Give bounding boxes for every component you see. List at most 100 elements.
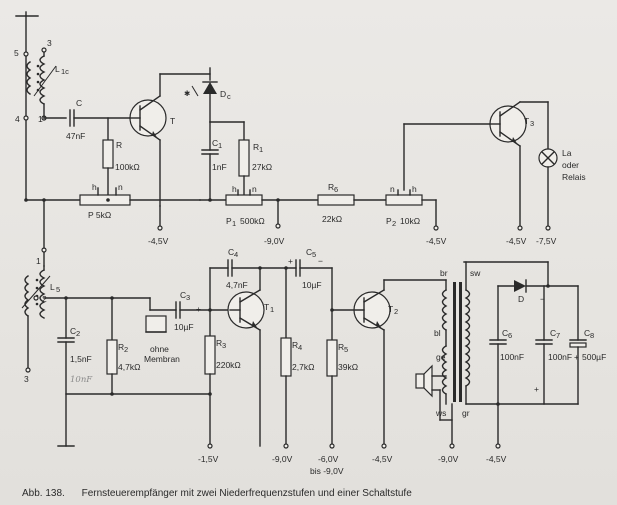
- resistor-r3: R 3 220kΩ -1,5V: [198, 309, 241, 464]
- c8-value: 500µF: [582, 352, 606, 362]
- r5-label: R: [338, 342, 344, 352]
- figure-number: Abb. 138.: [22, 488, 65, 499]
- r1-value: 27kΩ: [252, 162, 272, 172]
- c4-sub: 4: [234, 250, 238, 259]
- c5-label: C: [306, 247, 312, 257]
- c7-label: C: [550, 328, 556, 338]
- figure-title: Fernsteuerempfänger mit zwei Niederfrequ…: [81, 488, 412, 499]
- r6-sub: 6: [334, 185, 338, 194]
- l5-sub: 5: [56, 285, 60, 294]
- coil-tap-1: 1: [38, 114, 43, 124]
- c2-sub: 2: [76, 329, 80, 338]
- c6-label: C: [502, 328, 508, 338]
- supply-bottom-v3b: bis -9,0V: [310, 466, 344, 476]
- c3-value: 10µF: [174, 322, 194, 332]
- t2-label: T: [388, 304, 393, 314]
- r2-sub: 2: [124, 345, 128, 354]
- l5-tap-3: 3: [24, 374, 29, 384]
- supply-bottom-v5: -9,0V: [438, 454, 459, 464]
- c8-plus: +: [574, 352, 579, 362]
- r1-sub: 1: [259, 145, 263, 154]
- coil-tap-5: 5: [14, 48, 19, 58]
- coil-l1c-sub: 1c: [61, 67, 69, 76]
- coil-tap-4: 4: [15, 114, 20, 124]
- transistor-t3: T 3 -4,5V: [489, 101, 549, 246]
- capacitor-c2: C 2 1,5nF 10nF: [57, 296, 93, 447]
- c3-label: C: [180, 290, 186, 300]
- resistor-r5: R 5 39kΩ -6,0V bis -9,0V: [310, 267, 358, 476]
- r6-label: R: [328, 182, 334, 192]
- capacitor-c4: C 4 4,7nF: [209, 247, 261, 311]
- potentiometer-p1: h n P 1 500kΩ: [199, 184, 319, 228]
- plus-sign: +: [534, 384, 539, 394]
- lamp: -7,5V La oder Relais: [536, 148, 586, 246]
- resistor-r4: R 4 2,7kΩ -9,0V: [272, 267, 314, 464]
- figure-caption: Abb. 138. Fernsteuerempfänger mit zwei N…: [22, 488, 426, 499]
- p2-label: P: [386, 216, 392, 226]
- supply-top-v4: -4,5V: [506, 236, 527, 246]
- c5-value: 10µF: [302, 280, 322, 290]
- p2-n: n: [390, 184, 395, 194]
- r3-label: R: [216, 338, 222, 348]
- t3-label: T: [524, 116, 529, 126]
- l5-tap-2: 2: [42, 294, 47, 304]
- potentiometer-p: h n P 5kΩ: [24, 182, 201, 220]
- p-label: P 5kΩ: [88, 210, 111, 220]
- dc-sub: c: [227, 92, 231, 101]
- c5-plus: +: [288, 256, 293, 266]
- coil-l1c-label: L: [55, 64, 60, 74]
- c2-label: C: [70, 326, 76, 336]
- r3-sub: 3: [222, 341, 226, 350]
- dc-mark: ✱: [184, 89, 190, 98]
- c7-value: 100nF: [548, 352, 572, 362]
- p-h: h: [92, 182, 97, 192]
- r2-value: 4,7kΩ: [118, 362, 140, 372]
- tr-ge: ge: [436, 352, 446, 362]
- p2-h: h: [412, 184, 417, 194]
- p1-n: n: [252, 184, 257, 194]
- capacitor-c1: C 1 1nF: [201, 121, 245, 201]
- t1-sub: 1: [270, 305, 274, 314]
- t1-label: T: [264, 302, 269, 312]
- p1-h: h: [232, 184, 237, 194]
- c5-sub: 5: [312, 250, 316, 259]
- resistor-r1: R 1 27kΩ: [238, 121, 272, 197]
- supply-top-v5: -7,5V: [536, 236, 557, 246]
- transistor-t2: T 2 -4,5V: [331, 279, 447, 464]
- c8-sub: 8: [590, 331, 594, 340]
- capacitor-c6: C 6 100nF -4,5V: [486, 328, 524, 464]
- supply-bottom-v6: -4,5V: [486, 454, 507, 464]
- c1-value: 1nF: [212, 162, 227, 172]
- l5-label: L: [50, 282, 55, 292]
- lamp-line2: oder: [562, 160, 579, 170]
- c7-sub: 7: [556, 331, 560, 340]
- lamp-line1: La: [562, 148, 572, 158]
- coil-l5: 1 2 3 L 5: [21, 247, 60, 384]
- r5-sub: 5: [344, 345, 348, 354]
- c3-sub: 3: [186, 293, 190, 302]
- capacitor-c8: C 8 500µF +: [569, 285, 606, 405]
- potentiometer-p2: -4,5V n h P 2 10kΩ: [385, 123, 491, 246]
- d-label: D: [518, 294, 524, 304]
- tr-sw: sw: [470, 268, 481, 278]
- transistor-t1: T 1: [227, 266, 274, 447]
- antenna: [15, 11, 39, 201]
- supply-top-v2: -9,0V: [264, 236, 285, 246]
- tr-gr: gr: [462, 408, 470, 418]
- supply-bottom-v1: -1,5V: [198, 454, 219, 464]
- r-value: 100kΩ: [115, 162, 140, 172]
- membrane-element: ohne Membran: [144, 315, 180, 364]
- c3-plus: +: [196, 304, 201, 314]
- supply-top-v1: -4,5V: [148, 236, 169, 246]
- p2-value: 10kΩ: [400, 216, 420, 226]
- c8-label: C: [584, 328, 590, 338]
- speaker-icon: -9,0V: [415, 364, 459, 464]
- c1-label: C: [212, 138, 218, 148]
- capacitor-c3: C 3 + 10µF: [149, 290, 231, 332]
- c5-minus: −: [318, 256, 323, 266]
- dc-label: D: [220, 89, 226, 99]
- t2-sub: 2: [394, 307, 398, 316]
- t-label: T: [170, 116, 175, 126]
- c6-value: 100nF: [500, 352, 524, 362]
